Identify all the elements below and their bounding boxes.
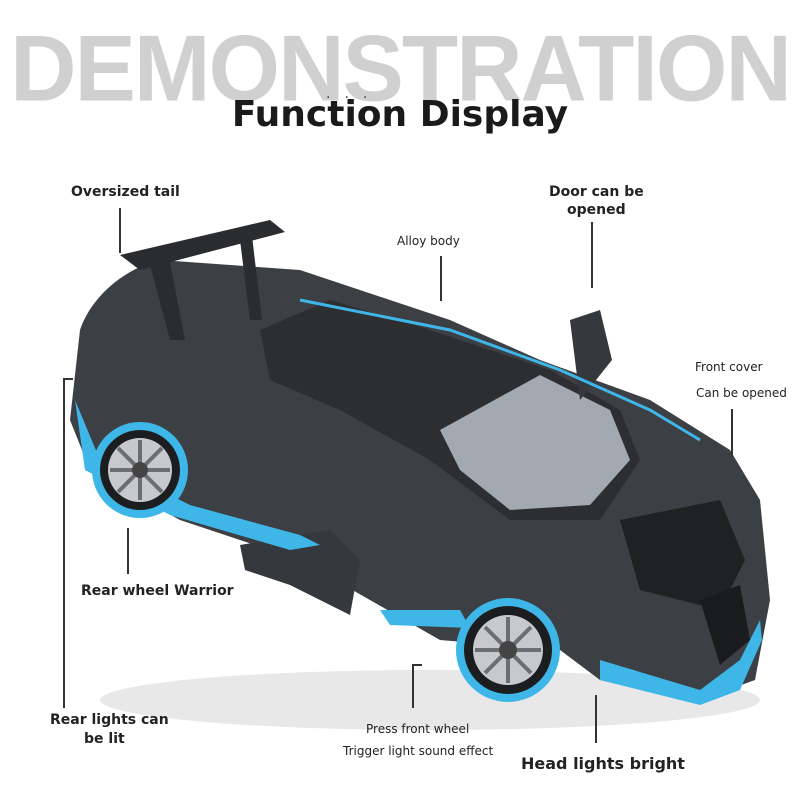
label-alloy-body: Alloy body — [397, 234, 460, 248]
label-door-line1: Door can be — [549, 184, 644, 200]
label-rear-wheel: Rear wheel Warrior — [81, 583, 234, 599]
label-press-wheel-line2: Trigger light sound effect — [343, 744, 494, 758]
callout-line-tail — [119, 208, 121, 253]
callout-line-front-cover — [731, 409, 733, 457]
decorative-dots: ... — [326, 86, 382, 102]
callout-line-rear-lights — [63, 378, 65, 708]
callout-line-press-wheel — [412, 664, 414, 708]
label-head-lights: Head lights bright — [521, 754, 685, 773]
demonstration-watermark: DEMONSTRATION — [10, 16, 792, 121]
label-front-cover-line2: Can be opened — [696, 386, 787, 400]
label-front-cover-line1: Front cover — [695, 360, 763, 374]
callout-line-rear-lights-tick — [63, 378, 73, 380]
label-door-line2: opened — [567, 202, 626, 218]
label-press-wheel-line1: Press front wheel — [366, 722, 470, 736]
callout-line-press-wheel-tick — [412, 664, 422, 666]
label-oversized-tail: Oversized tail — [71, 184, 180, 200]
callout-line-rear-wheel — [127, 528, 129, 574]
callout-line-alloy — [440, 256, 442, 301]
label-rear-lights-line2: be lit — [84, 731, 125, 747]
page-title: Function Display — [231, 94, 569, 135]
callout-line-headlights — [595, 695, 597, 743]
label-rear-lights-line1: Rear lights can — [50, 712, 169, 728]
callout-line-door — [591, 222, 593, 288]
